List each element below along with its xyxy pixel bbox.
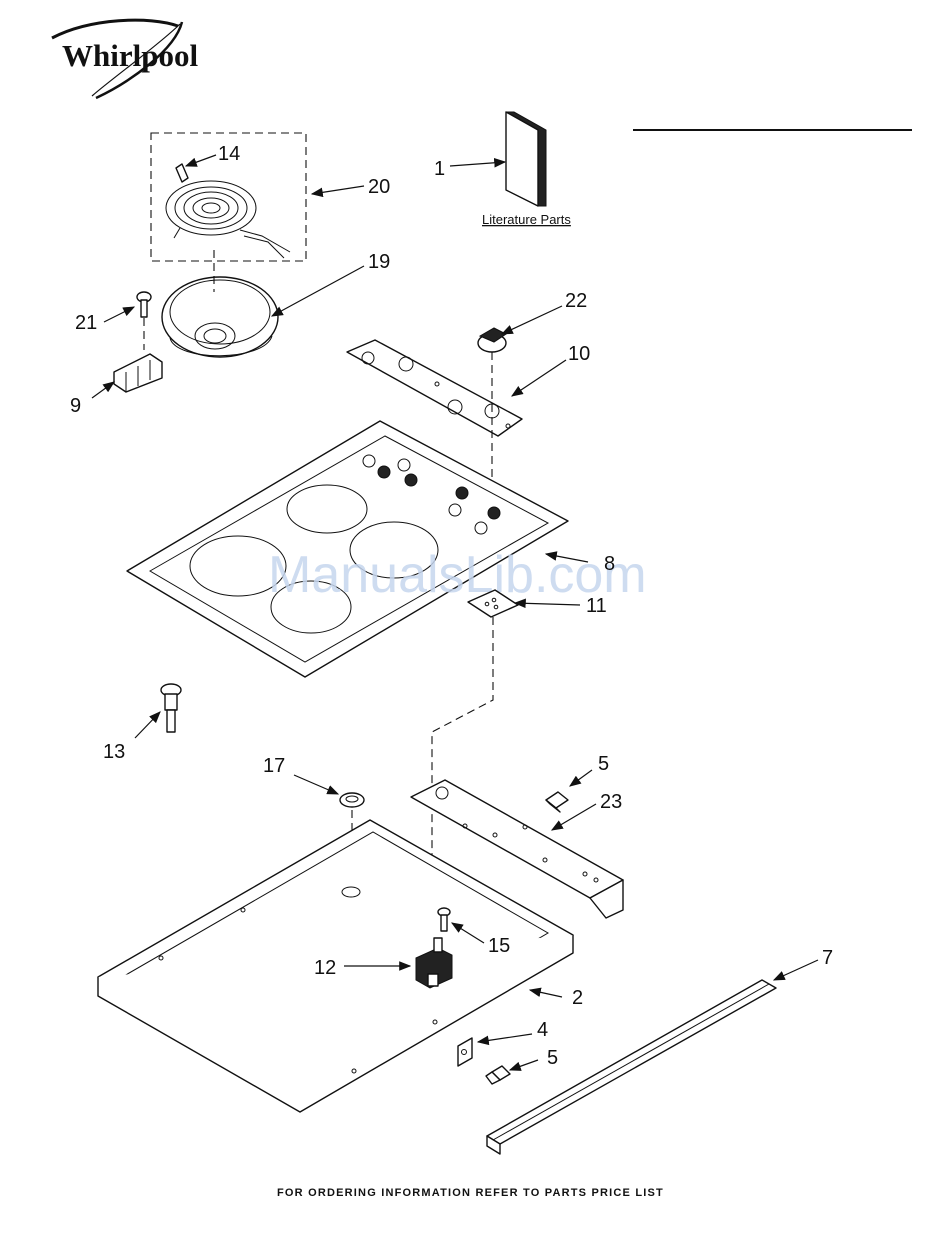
callout-14: 14	[218, 143, 240, 165]
clip-screw-lower	[486, 1066, 510, 1084]
callout-5-lower: 5	[547, 1047, 558, 1069]
ordering-info-footer: FOR ORDERING INFORMATION REFER TO PARTS …	[277, 1187, 664, 1199]
callout-19: 19	[368, 251, 390, 273]
callout-13: 13	[103, 741, 125, 763]
callout-20: 20	[368, 176, 390, 198]
literature-book	[506, 112, 546, 206]
callout-15: 15	[488, 935, 510, 957]
callout-12: 12	[314, 957, 336, 979]
callout-10: 10	[568, 343, 590, 365]
mounting-clip	[458, 1038, 472, 1066]
callout-4: 4	[537, 1019, 548, 1041]
bracket-screw-upper	[546, 792, 568, 812]
callout-11: 11	[586, 595, 607, 617]
grommet	[340, 793, 364, 807]
brand-name: Whirlpool	[62, 38, 198, 73]
callout-1: 1	[434, 158, 445, 180]
surface-element	[166, 164, 290, 258]
control-knob	[478, 328, 506, 352]
callout-23: 23	[600, 791, 622, 813]
receptacle-screw	[137, 292, 151, 317]
whirlpool-logo: Whirlpool	[52, 20, 198, 98]
control-panel-bracket	[347, 340, 522, 436]
drip-bowl	[162, 277, 278, 357]
callout-8: 8	[604, 553, 615, 575]
callout-17: 17	[263, 755, 285, 777]
callout-22: 22	[565, 290, 587, 312]
callout-7: 7	[822, 947, 833, 969]
indicator-light	[161, 684, 181, 732]
callout-21: 21	[75, 312, 97, 334]
callout-9: 9	[70, 395, 81, 417]
front-trim	[487, 980, 776, 1154]
callout-2: 2	[572, 987, 583, 1009]
terminal-receptacle	[114, 354, 162, 392]
literature-label: Literature Parts	[482, 212, 571, 227]
callout-5-upper: 5	[598, 753, 609, 775]
